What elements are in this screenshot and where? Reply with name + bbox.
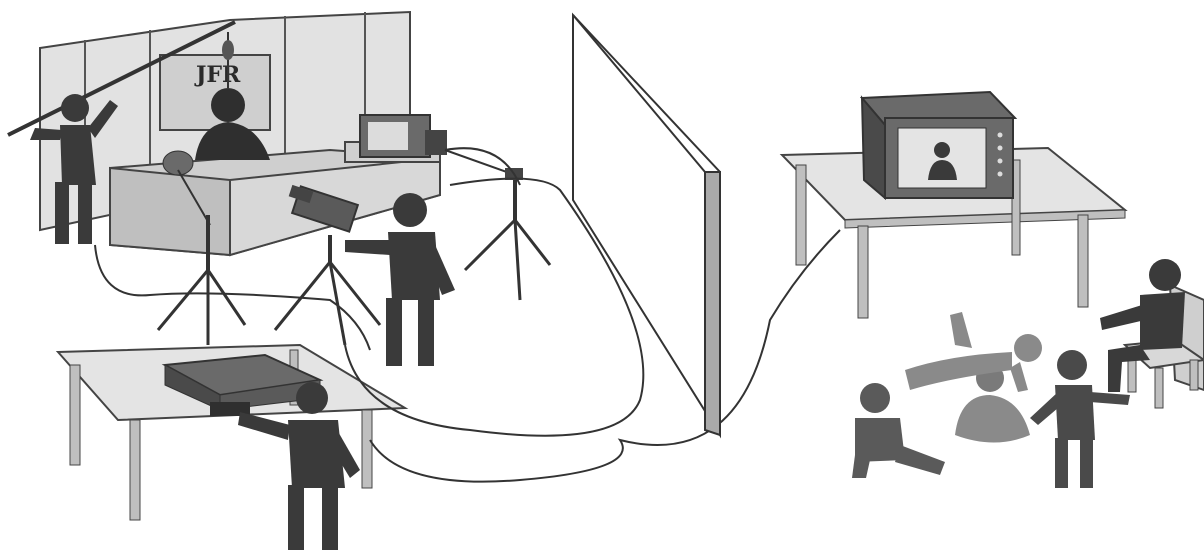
seated-adult-figure <box>1100 259 1185 392</box>
light-tripod <box>445 150 550 300</box>
partition-wall <box>573 15 720 435</box>
studio-sign-text: JFR <box>194 62 241 88</box>
studio-monitor-icon <box>345 115 447 162</box>
lying-child-figure <box>905 312 1042 392</box>
camera-operator-figure <box>345 193 455 366</box>
crouching-child-figure <box>852 383 945 478</box>
television-icon <box>862 92 1015 198</box>
